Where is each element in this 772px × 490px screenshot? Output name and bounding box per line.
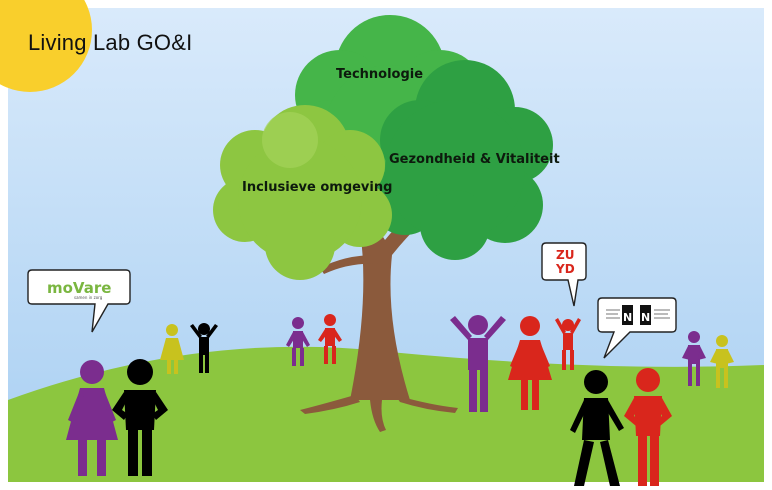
zuyd-line1: ZU — [556, 248, 574, 262]
partner-logo-2-letter: N — [641, 311, 650, 324]
zuyd-line2: YD — [555, 262, 575, 276]
canopy-inclusieve-highlight — [262, 112, 318, 168]
person-red-woman — [508, 316, 552, 410]
person-black-front-right — [570, 370, 624, 486]
person-red-front-right — [624, 368, 672, 486]
person-yellow-woman-left — [160, 324, 184, 374]
theme-label-inclusieve: Inclusieve omgeving — [242, 180, 393, 195]
movare-logo: moVare samen in zorg — [42, 277, 118, 300]
page-title: Living Lab GO&I — [28, 30, 193, 55]
grass-hill — [8, 346, 764, 482]
sun-icon — [0, 0, 92, 92]
person-purple-right — [682, 331, 706, 386]
movare-logo-text: moVare — [47, 279, 111, 297]
person-black-man — [112, 359, 168, 476]
theme-label-technologie: Technologie — [336, 67, 424, 82]
person-red-center — [318, 314, 342, 364]
person-black-cheer-left — [190, 323, 218, 373]
person-purple-center — [286, 317, 310, 366]
person-red-cheer — [555, 318, 581, 370]
theme-label-gezondheid: Gezondheid & Vitaliteit — [389, 152, 560, 167]
partner-logo-1-letter: N — [623, 311, 632, 324]
speech-bubble-zuyd — [541, 242, 587, 307]
movare-tagline: samen in zorg — [74, 295, 103, 300]
person-purple-woman — [66, 360, 118, 476]
partner-logos: N N — [604, 304, 670, 326]
person-yellow-right — [710, 335, 734, 388]
zuyd-logo: ZU YD — [555, 248, 575, 276]
person-purple-cheer — [450, 315, 506, 412]
